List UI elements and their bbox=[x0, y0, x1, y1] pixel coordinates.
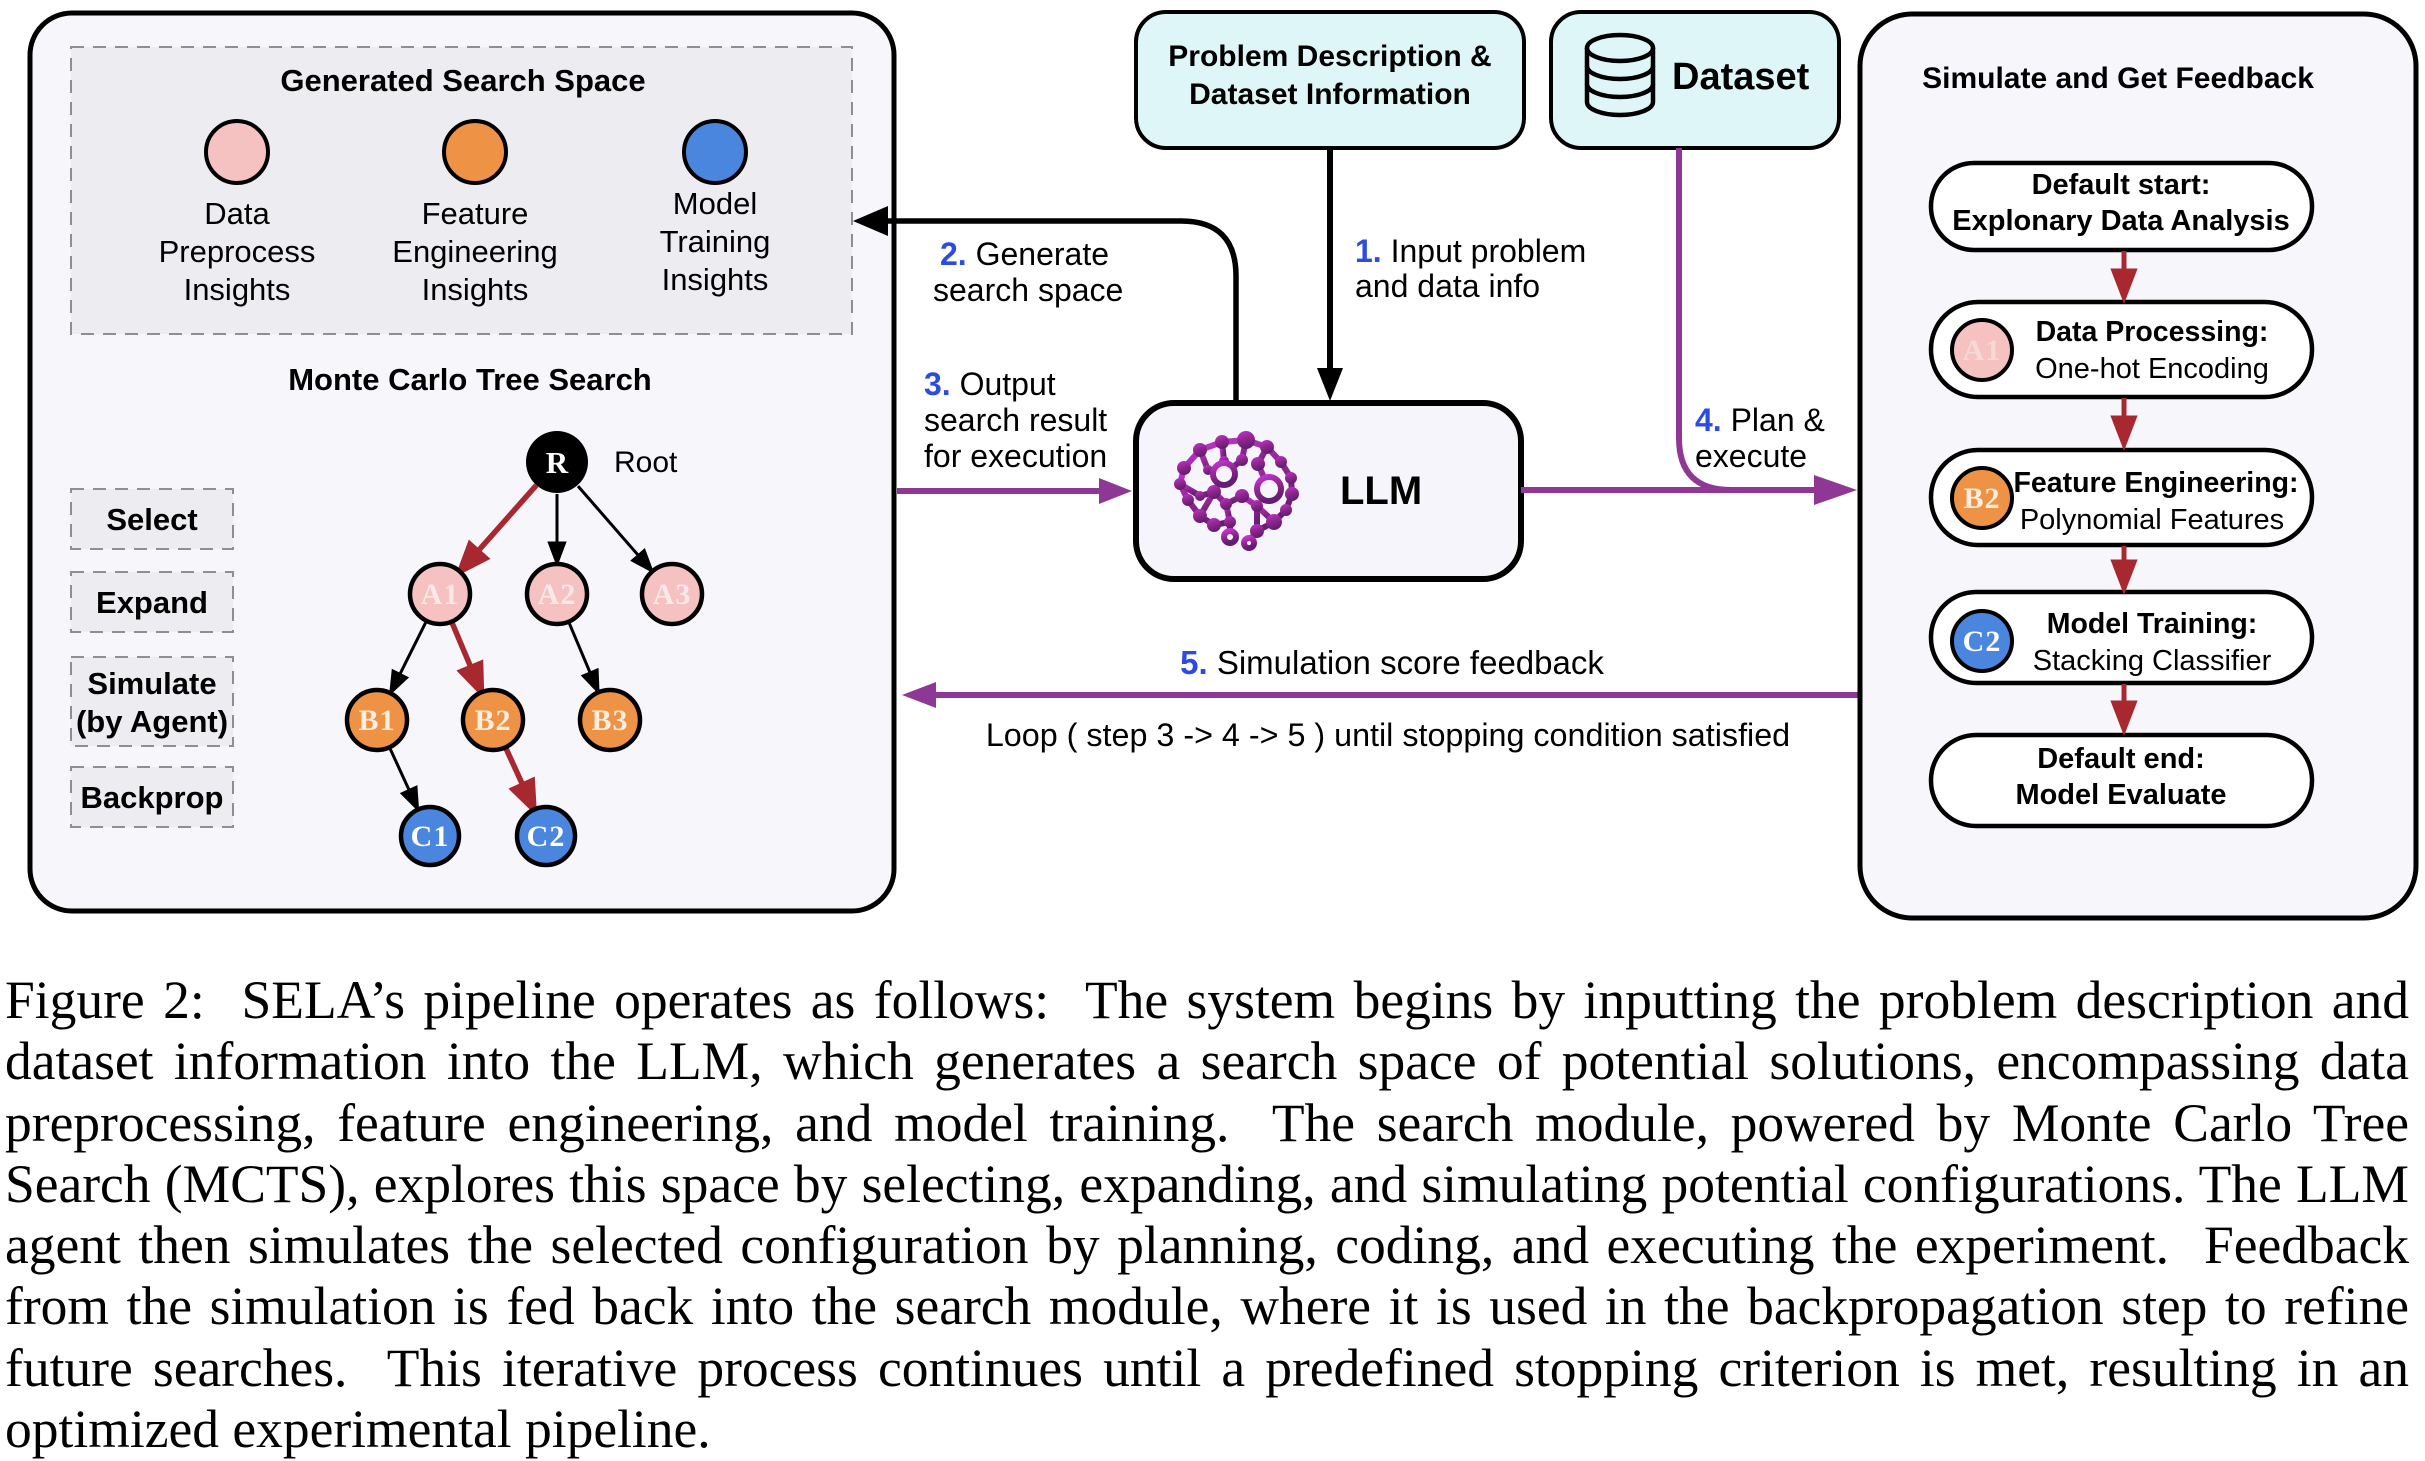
svg-text:Data: Data bbox=[204, 196, 270, 231]
svg-text:LLM: LLM bbox=[1340, 469, 1422, 513]
svg-text:2. Generate: 2. Generate bbox=[940, 236, 1109, 272]
svg-text:3. Output: 3. Output bbox=[924, 366, 1056, 402]
svg-text:Data Processing:: Data Processing: bbox=[2036, 316, 2269, 348]
svg-text:C1: C1 bbox=[411, 820, 450, 853]
svg-text:Insights: Insights bbox=[184, 272, 291, 307]
svg-text:Root: Root bbox=[614, 446, 678, 479]
svg-text:Insights: Insights bbox=[422, 272, 529, 307]
svg-text:Select: Select bbox=[106, 502, 197, 537]
svg-text:Engineering: Engineering bbox=[392, 234, 557, 269]
svg-text:A2: A2 bbox=[538, 578, 577, 611]
svg-text:C2: C2 bbox=[527, 820, 566, 853]
svg-text:Feature Engineering:: Feature Engineering: bbox=[2013, 467, 2298, 499]
svg-text:Dataset Information: Dataset Information bbox=[1189, 78, 1471, 111]
svg-text:Dataset: Dataset bbox=[1672, 56, 1810, 98]
svg-text:Backprop: Backprop bbox=[81, 780, 224, 815]
svg-text:search space: search space bbox=[933, 272, 1123, 308]
svg-text:B3: B3 bbox=[591, 704, 628, 737]
svg-text:Expand: Expand bbox=[96, 585, 208, 620]
svg-text:One-hot Encoding: One-hot Encoding bbox=[2035, 353, 2269, 385]
svg-text:Model Training:: Model Training: bbox=[2047, 608, 2258, 640]
svg-text:Simulate and Get Feedback: Simulate and Get Feedback bbox=[1922, 62, 2314, 95]
svg-text:and data info: and data info bbox=[1355, 268, 1540, 304]
svg-text:Monte Carlo Tree Search: Monte Carlo Tree Search bbox=[288, 362, 652, 397]
svg-text:A3: A3 bbox=[653, 578, 692, 611]
svg-text:Insights: Insights bbox=[662, 262, 769, 297]
svg-text:Feature: Feature bbox=[422, 196, 529, 231]
svg-text:C2: C2 bbox=[1963, 625, 2002, 658]
svg-text:Preprocess: Preprocess bbox=[159, 234, 316, 269]
svg-text:(by Agent): (by Agent) bbox=[76, 704, 228, 739]
svg-text:4. Plan &: 4. Plan & bbox=[1695, 402, 1825, 438]
svg-text:5. Simulation score feedback: 5. Simulation score feedback bbox=[1180, 644, 1604, 681]
svg-text:B2: B2 bbox=[1963, 482, 2000, 515]
svg-text:Problem Description &: Problem Description & bbox=[1168, 40, 1491, 73]
svg-text:Default start:: Default start: bbox=[2032, 169, 2211, 201]
svg-text:Explonary Data Analysis: Explonary Data Analysis bbox=[1952, 205, 2289, 237]
svg-text:Polynomial Features: Polynomial Features bbox=[2020, 504, 2284, 536]
svg-text:Simulate: Simulate bbox=[87, 666, 216, 701]
svg-text:B1: B1 bbox=[358, 704, 395, 737]
svg-text:Model Evaluate: Model Evaluate bbox=[2015, 779, 2226, 811]
svg-text:1. Input problem: 1. Input problem bbox=[1355, 233, 1586, 269]
svg-text:Stacking Classifier: Stacking Classifier bbox=[2033, 645, 2272, 677]
svg-text:search result: search result bbox=[924, 402, 1107, 438]
svg-text:Model: Model bbox=[673, 186, 757, 221]
svg-text:execute: execute bbox=[1695, 438, 1807, 474]
svg-text:B2: B2 bbox=[474, 704, 511, 737]
svg-text:Loop ( step 3 -> 4 -> 5 ) unti: Loop ( step 3 -> 4 -> 5 ) until stopping… bbox=[986, 717, 1790, 753]
svg-text:for execution: for execution bbox=[924, 438, 1107, 474]
svg-text:A1: A1 bbox=[1963, 334, 2002, 367]
svg-text:Generated Search Space: Generated Search Space bbox=[280, 63, 645, 98]
svg-text:R: R bbox=[546, 445, 569, 480]
svg-text:Default end:: Default end: bbox=[2037, 743, 2205, 775]
svg-text:A1: A1 bbox=[421, 578, 460, 611]
svg-text:Training: Training bbox=[660, 224, 771, 259]
